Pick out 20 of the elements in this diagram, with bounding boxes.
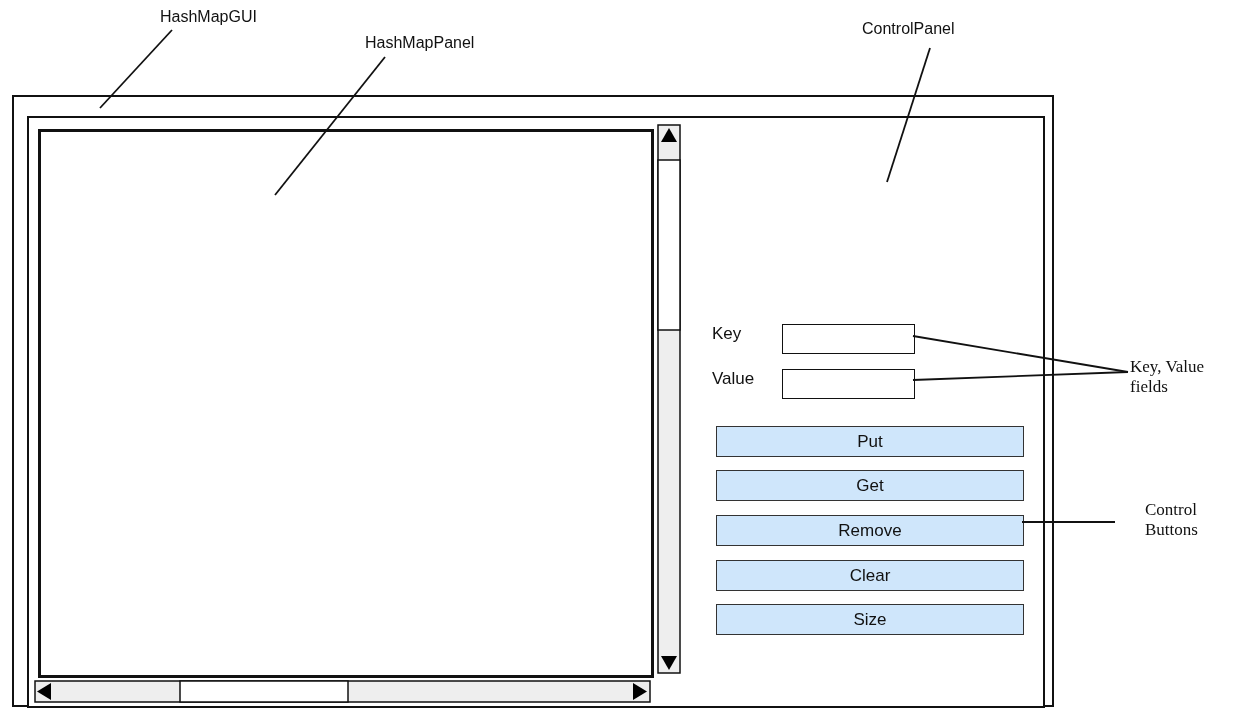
callout-label: Control Buttons xyxy=(1145,500,1225,540)
put-button: Put xyxy=(716,426,1024,457)
drawing-panel xyxy=(38,129,654,678)
callout-label: Key, Value fields xyxy=(1130,357,1240,397)
get-button: Get xyxy=(716,470,1024,501)
leader-line xyxy=(274,56,386,196)
callout-label: HashMapGUI xyxy=(160,8,270,26)
input-field xyxy=(782,324,915,354)
callout-label: HashMapPanel xyxy=(365,34,500,52)
leader-line xyxy=(1021,521,1116,523)
size-button: Size xyxy=(716,604,1024,635)
leader-line xyxy=(886,47,931,183)
field-label: Key xyxy=(712,324,742,344)
clear-button: Clear xyxy=(716,560,1024,591)
leader-line xyxy=(99,29,173,109)
remove-button: Remove xyxy=(716,515,1024,546)
leader-line xyxy=(912,371,1129,381)
callout-label: ControlPanel xyxy=(862,20,992,38)
input-field xyxy=(782,369,915,399)
field-label: Value xyxy=(712,369,755,389)
